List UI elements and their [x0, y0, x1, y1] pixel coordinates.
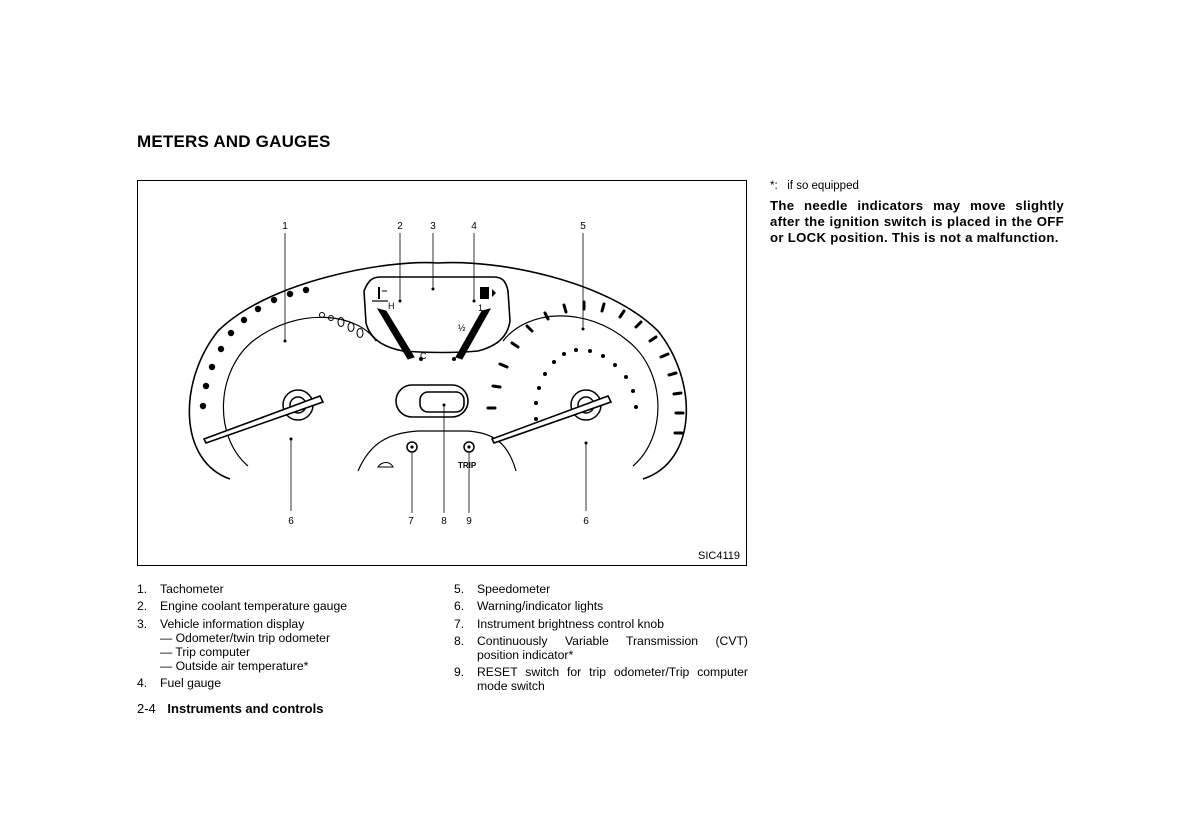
legend-item: 2. Engine coolant temperature gauge: [137, 599, 437, 613]
legend-text: Vehicle information display: [160, 616, 305, 631]
page-title: METERS AND GAUGES: [137, 132, 331, 151]
fuel-pump-icon: [480, 287, 496, 299]
callout-7: 7: [408, 516, 414, 527]
page-footer: 2-4 Instruments and controls: [137, 701, 323, 716]
legend-item: 4. Fuel gauge: [137, 676, 437, 690]
callout-1: 1: [282, 221, 288, 232]
legend-number: 8.: [454, 633, 465, 648]
legend-number: 3.: [137, 616, 148, 631]
legend-right: 5. Speedometer 6. Warning/indicator ligh…: [454, 582, 748, 696]
legend-number: 1.: [137, 582, 148, 596]
legend-subitem: — Odometer/twin trip odometer: [160, 630, 331, 645]
legend-left: 1. Tachometer 2. Engine coolant temperat…: [137, 582, 437, 693]
leader-dots: [283, 287, 588, 445]
legend-item: 7. Instrument brightness control knob: [454, 617, 748, 631]
legend-item: 3. Vehicle information display — Odomete…: [137, 617, 437, 673]
callout-2: 2: [397, 221, 403, 232]
caution-note: The needle indicators may move slightly …: [770, 198, 1064, 245]
legend-subitem: — Trip computer: [160, 644, 251, 659]
legend-item: 8. Continuously Variable Transmission (C…: [454, 634, 748, 662]
fuel-full-mark: 1: [478, 303, 483, 313]
legend-sublist: — Odometer/twin trip odometer — Trip com…: [160, 631, 437, 673]
legend-number: 9.: [454, 665, 465, 680]
legend-subitem: — Outside air temperature*: [160, 658, 309, 673]
fuel-scale: [455, 308, 492, 360]
tachometer-markers: [199, 286, 364, 410]
legend-text: Warning/indicator lights: [477, 599, 604, 614]
callout-9: 9: [466, 516, 472, 527]
legend-text: Instrument brightness control knob: [477, 616, 664, 631]
fuel-half-mark: ½: [458, 323, 466, 333]
callout-6-right: 6: [583, 516, 589, 527]
brightness-icon: [376, 461, 394, 468]
page-number: 2-4: [137, 701, 156, 716]
speedometer-inner-dots: [534, 348, 638, 421]
legend-item: 6. Warning/indicator lights: [454, 599, 748, 613]
legend-number: 7.: [454, 616, 465, 631]
figure-code: SIC4119: [698, 550, 740, 562]
tachometer-needle: [202, 395, 325, 444]
callout-4: 4: [471, 221, 477, 232]
legend-text: Engine coolant temperature gauge: [160, 599, 348, 614]
callout-5: 5: [580, 221, 586, 232]
speedometer-markers: [486, 300, 685, 435]
instrument-cluster-diagram: H C 1 ½ TRIP: [188, 221, 688, 527]
footnote: *: if so equipped: [770, 180, 859, 192]
legend-number: 5.: [454, 582, 465, 596]
instrument-cluster-figure: H C 1 ½ TRIP: [137, 180, 747, 566]
speedometer-bezel: [502, 315, 659, 467]
lower-centre-panel: [357, 430, 517, 472]
cvt-display-inner: [419, 391, 465, 413]
leader-lines: [284, 233, 587, 513]
legend-item: 1. Tachometer: [137, 582, 437, 596]
legend-item: 5. Speedometer: [454, 582, 748, 596]
speedometer-needle: [490, 395, 613, 444]
legend-text: Speedometer: [477, 582, 551, 596]
coolant-cold-mark: C: [420, 351, 427, 361]
callout-3: 3: [430, 221, 436, 232]
callout-6-left: 6: [288, 516, 294, 527]
callout-8: 8: [441, 516, 447, 527]
legend-item: 9. RESET switch for trip odometer/Trip c…: [454, 665, 748, 693]
cvt-display-outer: [395, 384, 469, 418]
legend-number: 6.: [454, 599, 465, 614]
coolant-scale: [376, 308, 415, 360]
cluster-outline: [188, 261, 688, 480]
upper-gauge-panel: [363, 276, 511, 354]
section-title: Instruments and controls: [167, 701, 324, 716]
legend-text: Tachometer: [160, 582, 224, 596]
coolant-hot-mark: H: [388, 301, 395, 311]
legend-text: RESET switch for trip odometer/Trip comp…: [477, 665, 748, 694]
coolant-icon: [372, 287, 388, 302]
legend-text: Fuel gauge: [160, 675, 221, 690]
legend-number: 2.: [137, 599, 148, 614]
legend-text: Continuously Variable Transmission (CVT)…: [477, 633, 748, 662]
trip-switch-label: TRIP: [458, 461, 477, 470]
legend-number: 4.: [137, 675, 148, 690]
